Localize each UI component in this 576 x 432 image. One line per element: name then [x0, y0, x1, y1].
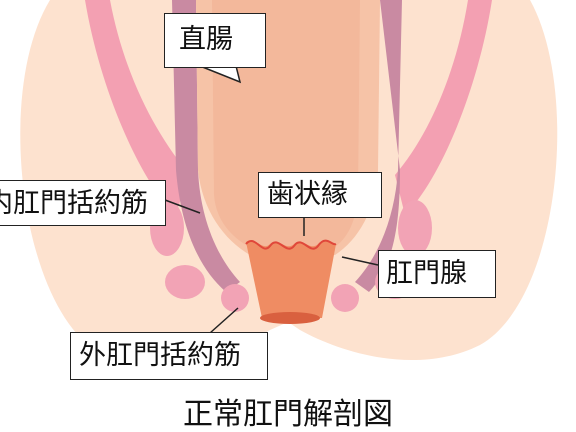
levator-ani-left — [85, 0, 190, 215]
external-sphincter-lump — [331, 284, 359, 312]
external-sphincter-lump — [165, 265, 205, 299]
external-sphincter-label: 外肛門括約筋 — [70, 332, 268, 380]
external-sphincter-lump — [398, 200, 432, 256]
diagram-caption: 正常肛門解剖図 — [183, 397, 393, 432]
anus-opening — [260, 312, 320, 324]
levator-ani-right — [395, 0, 492, 215]
internal-sphincter-label: 内肛門括約筋 — [0, 180, 166, 226]
internal-sphincter-right — [355, 0, 402, 292]
dentate-line-label: 歯状縁 — [258, 172, 382, 218]
rectum-label: 直腸 — [164, 13, 266, 68]
internal-sphincter-pointer — [164, 199, 201, 214]
internal-sphincter-left — [172, 0, 240, 292]
anal-gland-pointer — [341, 256, 379, 266]
external-sphincter-lump — [221, 284, 249, 312]
dentate-line — [245, 239, 337, 250]
anal-gland-label: 肛門腺 — [378, 250, 496, 298]
anal-canal — [246, 240, 336, 318]
external-sphincter-pointer — [209, 307, 239, 334]
